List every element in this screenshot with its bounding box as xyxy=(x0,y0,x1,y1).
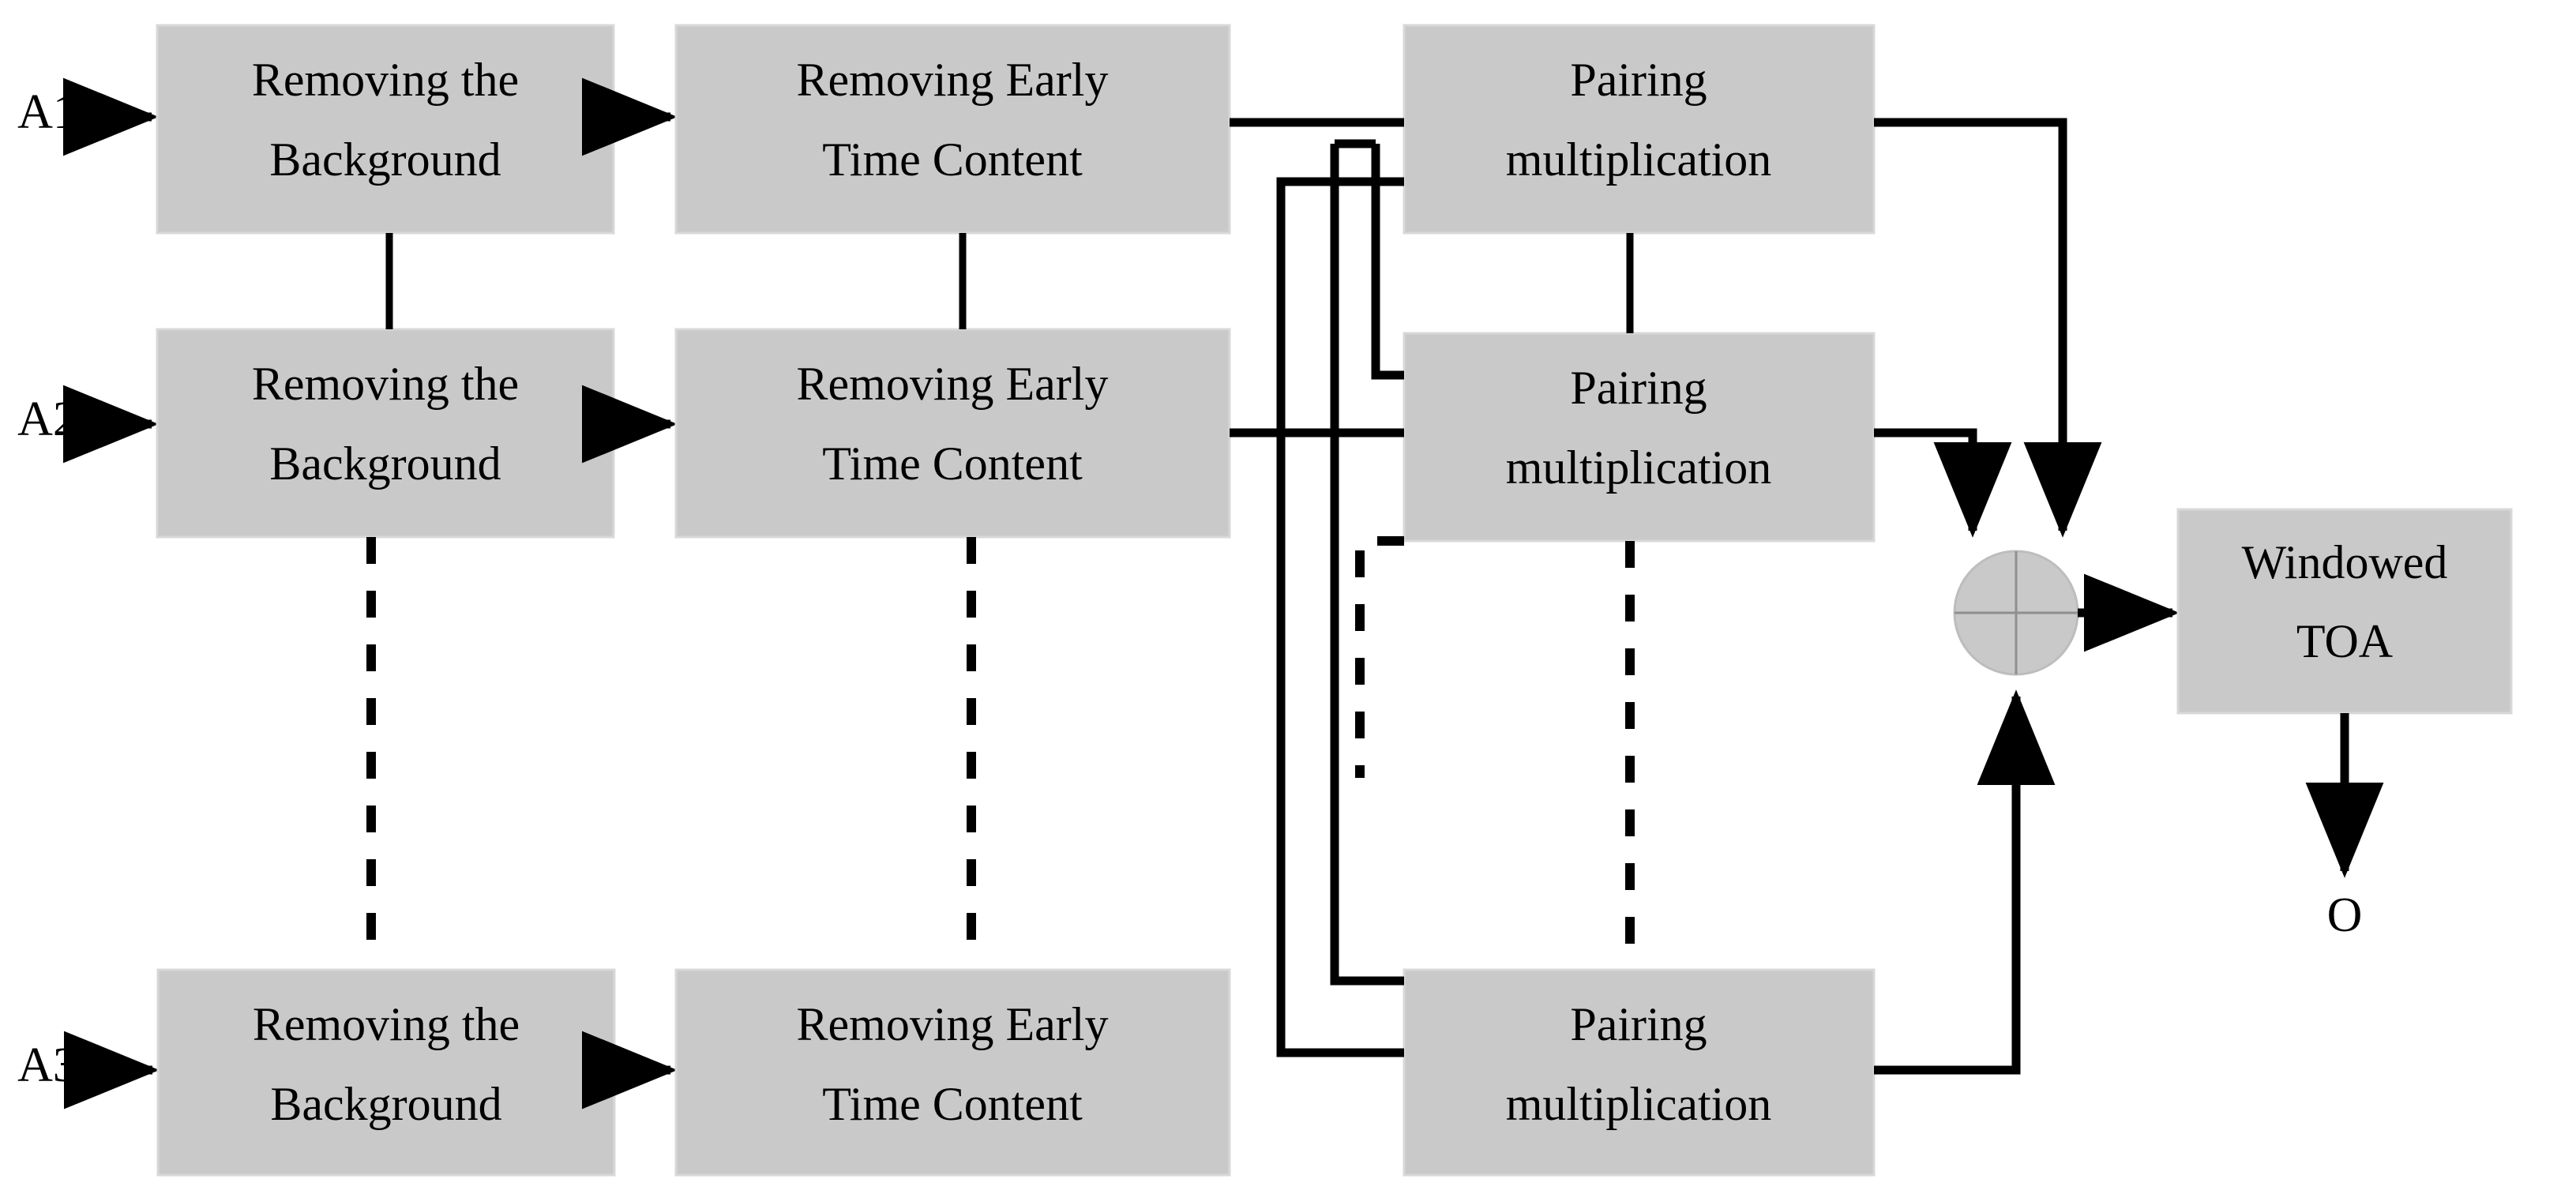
wire-re1-to-pm2 xyxy=(1371,144,1404,380)
block-removing-early-time-1-line1: Removing Early xyxy=(797,54,1109,106)
block-removing-early-time-3-line2: Time Content xyxy=(822,1078,1083,1130)
block-removing-early-time-2[interactable] xyxy=(674,328,1231,539)
channel-row-1: A1 Removing the Background Removing Earl… xyxy=(17,24,1876,235)
wire-re2-to-pm1 xyxy=(1276,177,1404,433)
input-label-A2: A2 xyxy=(17,392,77,446)
inter-row-connectors-solid xyxy=(385,233,1634,333)
output-label-O: O xyxy=(2327,888,2363,942)
block-pairing-multiplication-1[interactable] xyxy=(1403,24,1876,235)
windowed-toa-group: Windowed TOA xyxy=(2176,508,2513,715)
block-removing-early-time-2-line1: Removing Early xyxy=(797,358,1109,410)
block-removing-background-3[interactable] xyxy=(156,968,616,1177)
block-pairing-multiplication-2-line1: Pairing xyxy=(1570,362,1707,414)
block-removing-background-3-line1: Removing the xyxy=(253,998,520,1050)
block-removing-background-1-line1: Removing the xyxy=(252,54,519,106)
channel-row-3: A3 Removing the Background Removing Earl… xyxy=(17,968,1876,1177)
wire-re2-to-pm3 xyxy=(1276,433,1404,1057)
summing-junction[interactable] xyxy=(1953,550,2079,676)
block-removing-early-time-2-line2: Time Content xyxy=(822,438,1083,490)
block-removing-early-time-3[interactable] xyxy=(674,968,1231,1177)
inter-row-connectors-dashed xyxy=(366,537,1635,965)
block-pairing-multiplication-1-line2: multiplication xyxy=(1506,133,1772,186)
summing-input-routing xyxy=(1874,118,2102,1075)
block-removing-background-2-line2: Background xyxy=(269,438,501,490)
block-removing-background-1[interactable] xyxy=(156,24,615,235)
block-removing-early-time-3-line1: Removing Early xyxy=(797,998,1109,1050)
block-removing-early-time-1-line2: Time Content xyxy=(822,133,1083,186)
pairing-input-routing xyxy=(1230,118,1404,1057)
wire-re1-to-pm3 xyxy=(1330,144,1404,986)
block-pairing-multiplication-3[interactable] xyxy=(1403,968,1876,1177)
channel-row-2: A2 Removing the Background Removing Earl… xyxy=(17,328,1876,543)
input-label-A3: A3 xyxy=(17,1038,77,1092)
wire-pm1-to-sum xyxy=(1874,118,2102,538)
input-label-A1: A1 xyxy=(17,85,77,139)
block-removing-background-2[interactable] xyxy=(156,328,615,539)
block-windowed-toa[interactable] xyxy=(2176,508,2513,715)
block-windowed-toa-line2: TOA xyxy=(2296,615,2393,667)
block-removing-background-2-line1: Removing the xyxy=(252,358,519,410)
block-pairing-multiplication-3-line2: multiplication xyxy=(1506,1078,1772,1130)
block-pairing-multiplication-1-line1: Pairing xyxy=(1570,54,1707,106)
block-removing-background-1-line2: Background xyxy=(269,133,501,186)
block-removing-early-time-1[interactable] xyxy=(674,24,1231,235)
wire-pm2-to-sum xyxy=(1874,428,2012,538)
block-pairing-multiplication-2-line2: multiplication xyxy=(1506,441,1772,494)
block-pairing-multiplication-3-line1: Pairing xyxy=(1570,998,1707,1050)
wire-pm3-to-sum xyxy=(1874,689,2056,1075)
block-windowed-toa-line1: Windowed xyxy=(2242,536,2448,588)
block-removing-background-3-line2: Background xyxy=(270,1078,501,1130)
wire-dashed-omitted-channel-stub xyxy=(1355,536,1404,778)
